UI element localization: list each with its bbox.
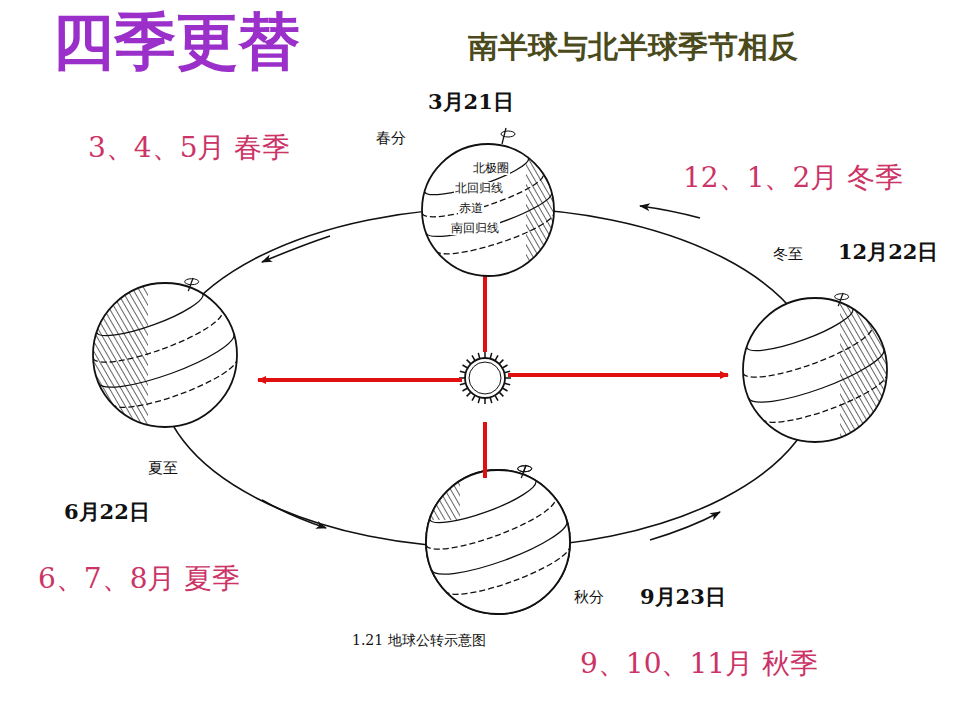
latitude-line — [436, 212, 556, 262]
latitude-line — [432, 521, 573, 585]
term-label: 秋分 — [574, 589, 604, 606]
latitude-name: 南回归线 — [450, 222, 500, 235]
latitude-line — [99, 334, 240, 398]
globe-outline — [93, 283, 237, 427]
earth-globe — [80, 270, 247, 440]
earth-globe — [415, 465, 580, 620]
latitude-line — [426, 498, 560, 559]
globe-face — [426, 470, 570, 614]
latitude-line — [93, 311, 227, 372]
night-hatching — [840, 285, 900, 455]
season-label: 6、7、8月 夏季 — [38, 563, 240, 595]
latitude-name: 北回归线 — [454, 182, 504, 195]
night-hatching — [80, 270, 148, 440]
earth-axis — [502, 128, 506, 144]
sun-disc — [469, 362, 501, 394]
rotation-symbol — [835, 294, 849, 300]
latitude-name: 赤道 — [458, 202, 484, 215]
earth-globe — [415, 460, 580, 614]
rotation-symbol — [501, 131, 515, 137]
sun-ray — [467, 360, 471, 364]
latitude-line — [762, 373, 892, 432]
latitude-line — [445, 545, 575, 604]
term-label: 冬至 — [773, 246, 803, 263]
latitude-lines — [420, 154, 556, 263]
latitude-line — [749, 349, 890, 413]
date-label: 6月22日 — [64, 500, 150, 524]
globe-outline — [426, 470, 570, 614]
rotation-symbol — [518, 466, 532, 472]
date-label: 12月22日 — [838, 240, 938, 264]
earth-globe — [732, 285, 900, 455]
date-label: 9月23日 — [640, 585, 726, 609]
term-label: 春分 — [376, 130, 406, 147]
latitude-line — [422, 174, 547, 226]
earth-globe: 北极圈北回归线赤道南回归线 — [420, 142, 556, 278]
subtitle: 南半球与北半球季节相反 — [468, 30, 798, 65]
season-label: 12、1、2月 冬季 — [683, 162, 903, 194]
season-label: 9、10、11月 秋季 — [580, 648, 818, 680]
globe-outline — [426, 470, 570, 614]
globe-outline — [743, 298, 887, 442]
night-hatching — [420, 460, 460, 520]
term-label: 夏至 — [148, 460, 178, 477]
figure-caption: 1.21 地球公转示意图 — [352, 632, 486, 648]
date-label: 3月21日 — [428, 90, 514, 114]
globe-face — [426, 470, 570, 614]
globe-outline — [422, 144, 554, 276]
latitude-line — [426, 192, 556, 245]
sun-symbol — [459, 352, 511, 404]
rotation-symbol — [185, 279, 199, 285]
latitude-line — [112, 358, 242, 417]
latitude-line — [743, 326, 877, 387]
latitude-name: 北极圈 — [472, 162, 510, 175]
season-label: 3、4、5月 春季 — [88, 132, 290, 164]
title: 四季更替 — [52, 6, 300, 77]
sun-disc — [465, 358, 505, 398]
